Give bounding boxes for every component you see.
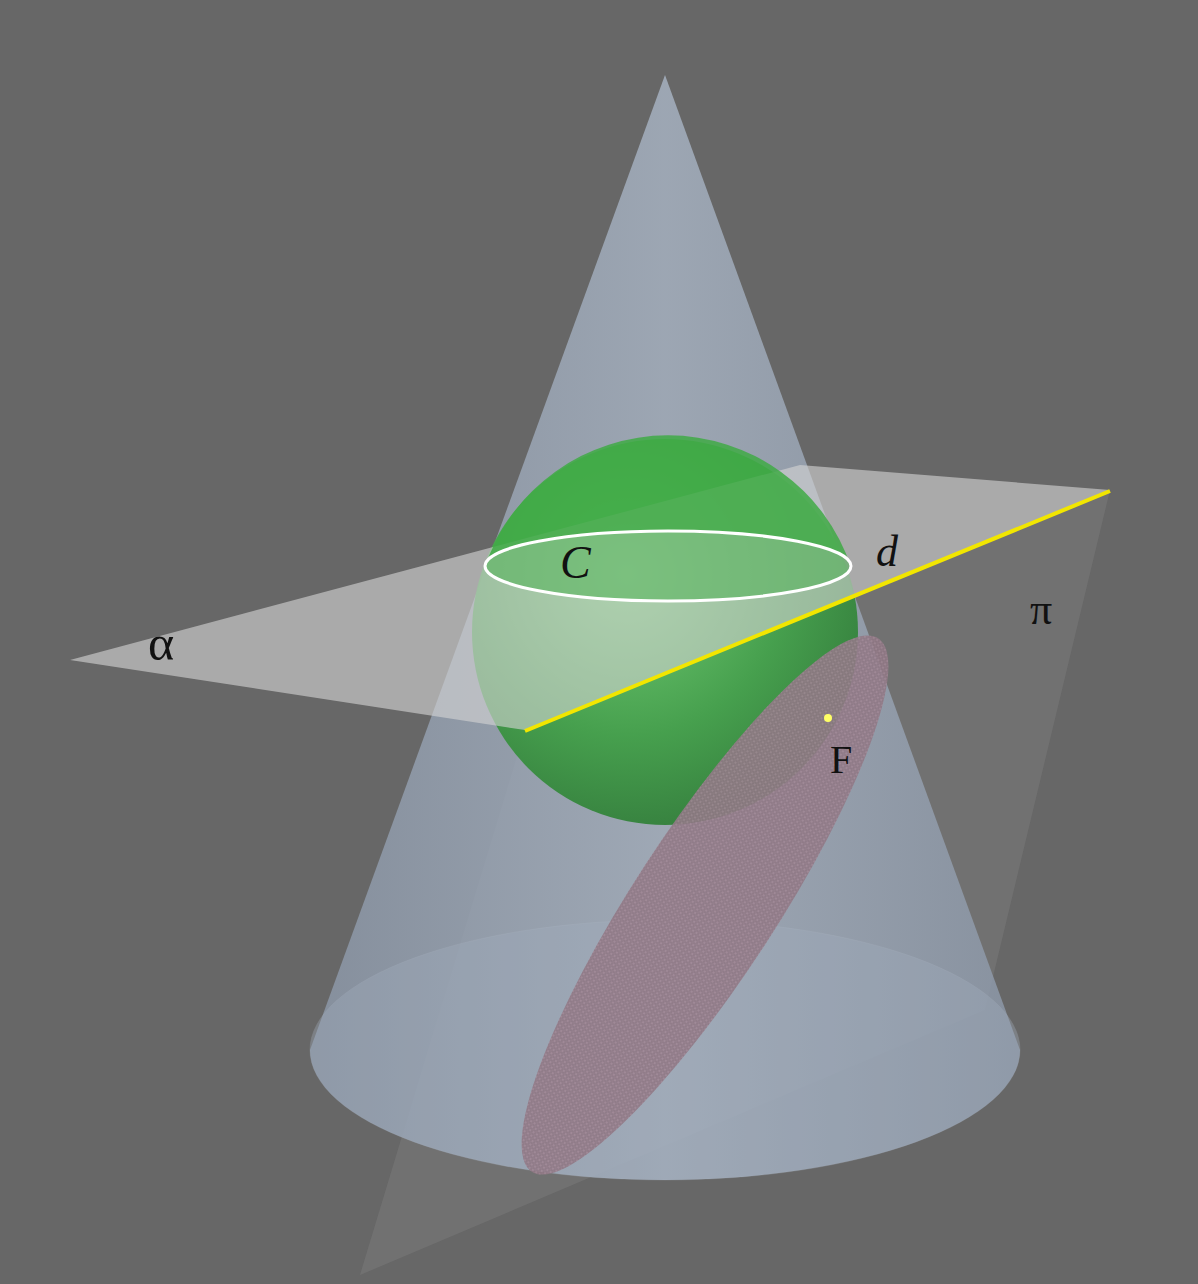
plane-label: α xyxy=(148,618,174,668)
circle-label: C xyxy=(560,540,591,586)
point-label: F xyxy=(830,740,852,780)
directrix-d xyxy=(525,491,1110,731)
line-label: d xyxy=(876,530,898,574)
plane-label: π xyxy=(1030,588,1052,632)
circle-c xyxy=(485,531,851,601)
ellipse-section xyxy=(471,599,938,1211)
focus-point xyxy=(824,714,832,722)
